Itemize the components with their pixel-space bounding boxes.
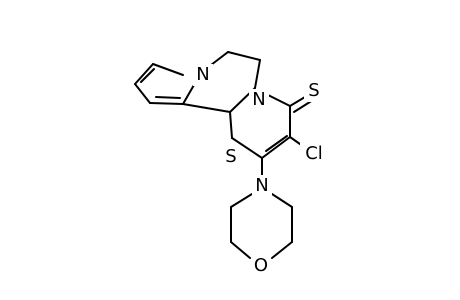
bond <box>265 135 288 152</box>
bond <box>134 63 154 85</box>
bond <box>149 102 184 105</box>
atom-label-cl: Cl <box>305 143 323 164</box>
bond <box>210 51 229 66</box>
bond <box>230 193 253 208</box>
atom-label-n: N <box>252 89 265 110</box>
bond <box>230 241 251 259</box>
bond <box>155 96 181 99</box>
bond <box>152 63 184 76</box>
bond <box>134 83 151 104</box>
bond <box>229 111 233 139</box>
atom-label-n: N <box>196 64 209 85</box>
bond <box>254 59 261 89</box>
atom-label-n: N <box>255 175 268 196</box>
bond <box>261 136 291 159</box>
bond <box>271 241 293 259</box>
atom-label-s: S <box>225 146 236 167</box>
bond <box>231 137 263 159</box>
bond <box>227 51 261 61</box>
bond <box>140 68 155 83</box>
bond <box>182 103 231 113</box>
bond <box>271 193 293 208</box>
atom-label-s: S <box>308 80 319 101</box>
atom-label-o: O <box>254 255 268 276</box>
